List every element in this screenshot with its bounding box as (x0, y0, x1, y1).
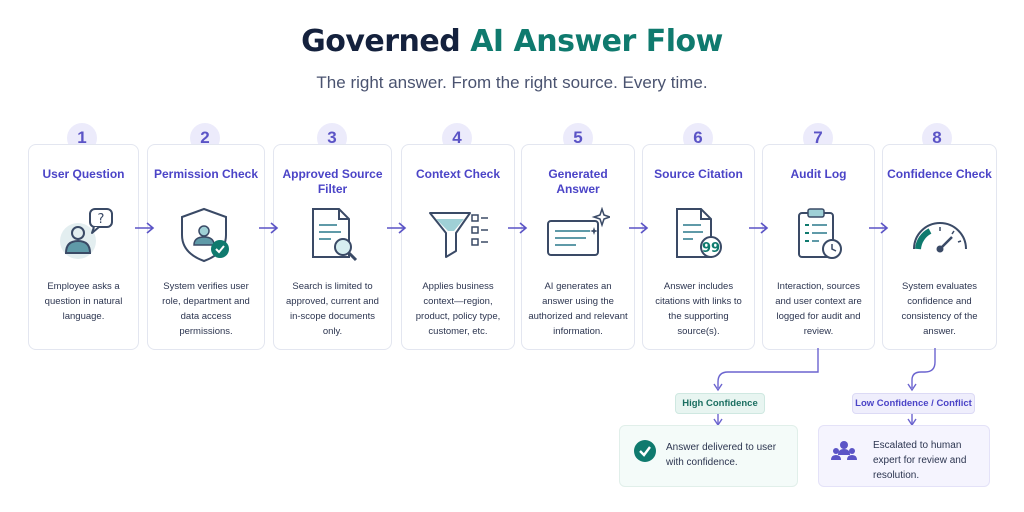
step-card-approved-source-filter: Approved Source Filter Search is limited… (273, 144, 392, 350)
svg-text:?: ? (97, 212, 104, 227)
step-title: Approved Source Filter (282, 167, 383, 196)
step-description: Interaction, sources and user context ar… (775, 281, 862, 337)
user-question-icon: ? (52, 207, 116, 263)
people-group-icon (831, 441, 857, 460)
outcome-text: Answer delivered to user with confidence… (666, 442, 777, 468)
document-search-icon (301, 207, 365, 263)
step-card-context-check: Context Check Applies business context—r… (401, 144, 515, 350)
shield-user-check-icon (174, 207, 238, 263)
step-title: User Question (42, 167, 125, 181)
outcome-low-confidence: Escalated to human expert for review and… (818, 425, 990, 487)
low-confidence-label: Low Confidence / Conflict (852, 393, 975, 414)
step-title: Permission Check (153, 167, 259, 181)
step-description: Answer includes citations with links to … (655, 281, 742, 337)
step-card-source-citation: Source Citation 99 Answer includes citat… (642, 144, 755, 350)
outcome-high-confidence: Answer delivered to user with confidence… (619, 425, 798, 487)
page-subtitle: The right answer. From the right source.… (316, 73, 708, 92)
gauge-icon (908, 207, 972, 263)
check-circle-icon (634, 440, 656, 462)
step-card-user-question: User Question ? Employee asks a question… (28, 144, 139, 350)
document-quote-icon: 99 (667, 207, 731, 263)
svg-text:99: 99 (701, 241, 719, 256)
step-description: System verifies user role, department an… (162, 281, 250, 337)
arrow-right-icon (629, 222, 649, 234)
step-description: Applies business context—region, product… (415, 281, 501, 337)
step-description: Employee asks a question in natural lang… (44, 281, 123, 322)
high-confidence-label: High Confidence (675, 393, 765, 414)
arrow-right-icon (508, 222, 528, 234)
answer-sparkle-icon (546, 206, 613, 263)
step-title: Generated Answer (548, 167, 608, 196)
arrow-right-icon (387, 222, 407, 234)
arrow-right-icon (259, 222, 279, 234)
step-card-confidence-check: Confidence Check System evaluates confid… (882, 144, 997, 350)
step-title: Audit Log (790, 167, 847, 181)
clipboard-clock-icon (787, 207, 851, 263)
arrow-right-icon (869, 222, 889, 234)
outcome-text: Escalated to human expert for review and… (873, 440, 967, 481)
step-description: AI generates an answer using the authori… (528, 281, 628, 337)
step-title: Context Check (415, 167, 501, 181)
page-title: Governed AI Answer Flow (301, 24, 723, 59)
step-description: System evaluates confidence and consiste… (901, 281, 978, 337)
step-card-generated-answer: Generated Answer AI generates an answer … (521, 144, 635, 350)
step-card-audit-log: Audit Log Interaction, sources and user … (762, 144, 875, 350)
step-description: Search is limited to approved, current a… (286, 281, 379, 337)
arrow-right-icon (135, 222, 155, 234)
step-title: Confidence Check (887, 167, 992, 181)
step-card-permission-check: Permission Check System verifies user ro… (147, 144, 265, 350)
funnel-checklist-icon (426, 207, 490, 263)
arrow-right-icon (749, 222, 769, 234)
step-title: Source Citation (654, 167, 743, 181)
